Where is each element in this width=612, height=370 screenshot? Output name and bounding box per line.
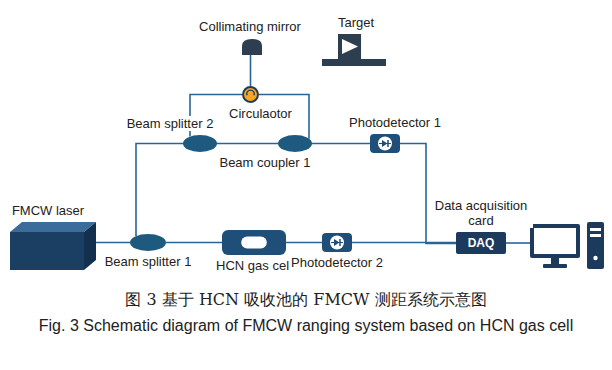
photodetector-shape xyxy=(370,134,400,153)
collimating-mirror-shape xyxy=(241,38,263,55)
optical-fiber-line xyxy=(312,143,370,145)
gas-cell-shape xyxy=(222,230,286,255)
target-shape xyxy=(322,34,386,66)
beam-splitter-shape xyxy=(183,135,217,152)
beam-splitter-shape xyxy=(130,234,166,251)
beam-coupler-shape xyxy=(278,135,312,152)
beam-splitter: Beam splitter 1 xyxy=(130,234,166,251)
component-label: Data acquisition card xyxy=(429,198,533,228)
daq-card: Data acquisition cardDAQ xyxy=(456,232,506,254)
component-label: Beam splitter 1 xyxy=(103,254,194,269)
circulator: Circulaotor xyxy=(242,86,259,103)
component-label: HCN gas cell xyxy=(214,258,294,273)
optical-fiber-line xyxy=(286,242,322,244)
optical-fiber-line xyxy=(352,242,456,244)
optical-fiber-line xyxy=(166,242,222,244)
photodetector-shape xyxy=(322,233,352,252)
target: Target xyxy=(322,34,386,66)
photodetector: Photodetector 2 xyxy=(322,233,352,252)
laser-source: FMCW laser xyxy=(10,222,96,270)
daq-computer-wire xyxy=(506,242,530,244)
computer-icon xyxy=(530,222,604,269)
figure-caption-english: Fig. 3 Schematic diagram of FMCW ranging… xyxy=(26,315,586,336)
beam-coupler: Beam coupler 1 xyxy=(278,135,312,152)
gas-cell: HCN gas cell xyxy=(222,230,286,255)
component-label: Collimating mirror xyxy=(197,19,303,34)
component-label: Photodetector 2 xyxy=(289,255,385,270)
optical-fiber-line xyxy=(400,144,456,244)
component-label: Beam coupler 1 xyxy=(217,155,312,170)
optical-fiber-line xyxy=(136,144,183,237)
circulator-shape xyxy=(242,86,259,103)
figure-caption: 图 3 基于 HCN 吸收池的 FMCW 测距系统示意图 xyxy=(0,290,612,311)
component-label: FMCW laser xyxy=(10,203,86,218)
beam-splitter: Beam splitter 2 xyxy=(183,135,217,152)
daq-text: DAQ xyxy=(468,236,495,250)
component-label: Target xyxy=(336,15,376,30)
component-label: Beam splitter 2 xyxy=(125,116,216,131)
component-label: Photodetector 1 xyxy=(347,115,443,130)
component-label: Circulaotor xyxy=(227,106,294,121)
optical-fiber-line xyxy=(217,143,278,145)
photodetector: Photodetector 1 xyxy=(370,134,400,153)
optical-fiber-line xyxy=(250,55,252,86)
laser-source-shape xyxy=(10,222,96,270)
optical-fiber-line xyxy=(96,242,130,244)
collimating-mirror: Collimating mirror xyxy=(241,38,263,55)
